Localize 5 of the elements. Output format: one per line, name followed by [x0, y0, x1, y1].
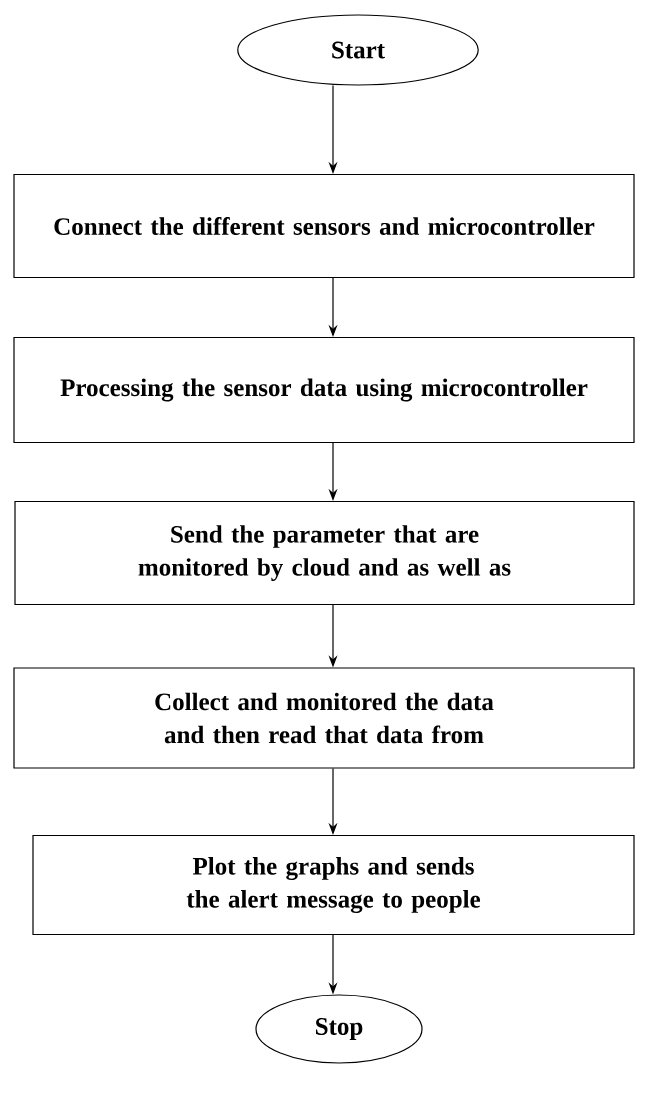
- process-box: Plot the graphs and sends the alert message to people: [32, 834, 635, 936]
- process-box: Collect and monitored the data and then read that data from: [13, 667, 635, 769]
- process-box: Connect the different sensors and microcontroller: [13, 173, 635, 279]
- process-box: Processing the sensor data using microcontroller: [13, 336, 635, 444]
- process-box: Send the parameter that are monitored by cloud and as well as: [14, 500, 635, 606]
